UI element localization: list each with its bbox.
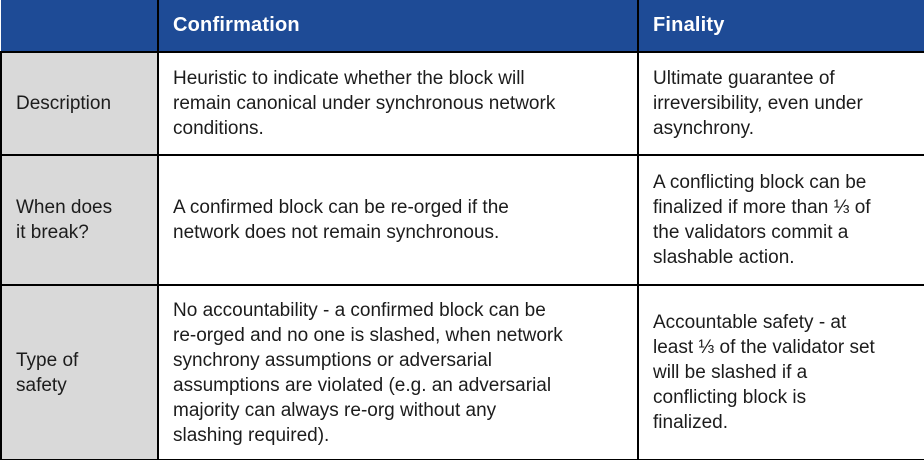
column-header-finality: Finality — [637, 0, 924, 53]
table-row-type-of-safety: Type of safety No accountability - a con… — [0, 284, 924, 460]
table-row-description: Description Heuristic to indicate whethe… — [0, 51, 924, 156]
corner-header-cell — [1, 0, 159, 53]
cell-safety-confirmation: No accountability - a confirmed block ca… — [157, 284, 639, 460]
column-header-confirmation: Confirmation — [157, 0, 639, 53]
header-row: Confirmation Finality — [1, 0, 924, 53]
row-label-description: Description — [0, 51, 159, 156]
cell-description-finality: Ultimate guarantee of irreversibility, e… — [637, 51, 924, 156]
cell-description-confirmation: Heuristic to indicate whether the block … — [157, 51, 639, 156]
table-row-when-does-it-break: When does it break? A confirmed block ca… — [0, 154, 924, 286]
row-label-when-does-it-break: When does it break? — [0, 154, 159, 286]
cell-safety-finality: Accountable safety - at least ⅓ of the v… — [637, 284, 924, 460]
cell-break-finality: A conflicting block can be finalized if … — [637, 154, 924, 286]
cell-break-confirmation: A confirmed block can be re-orged if the… — [157, 154, 639, 286]
row-label-type-of-safety: Type of safety — [0, 284, 159, 460]
